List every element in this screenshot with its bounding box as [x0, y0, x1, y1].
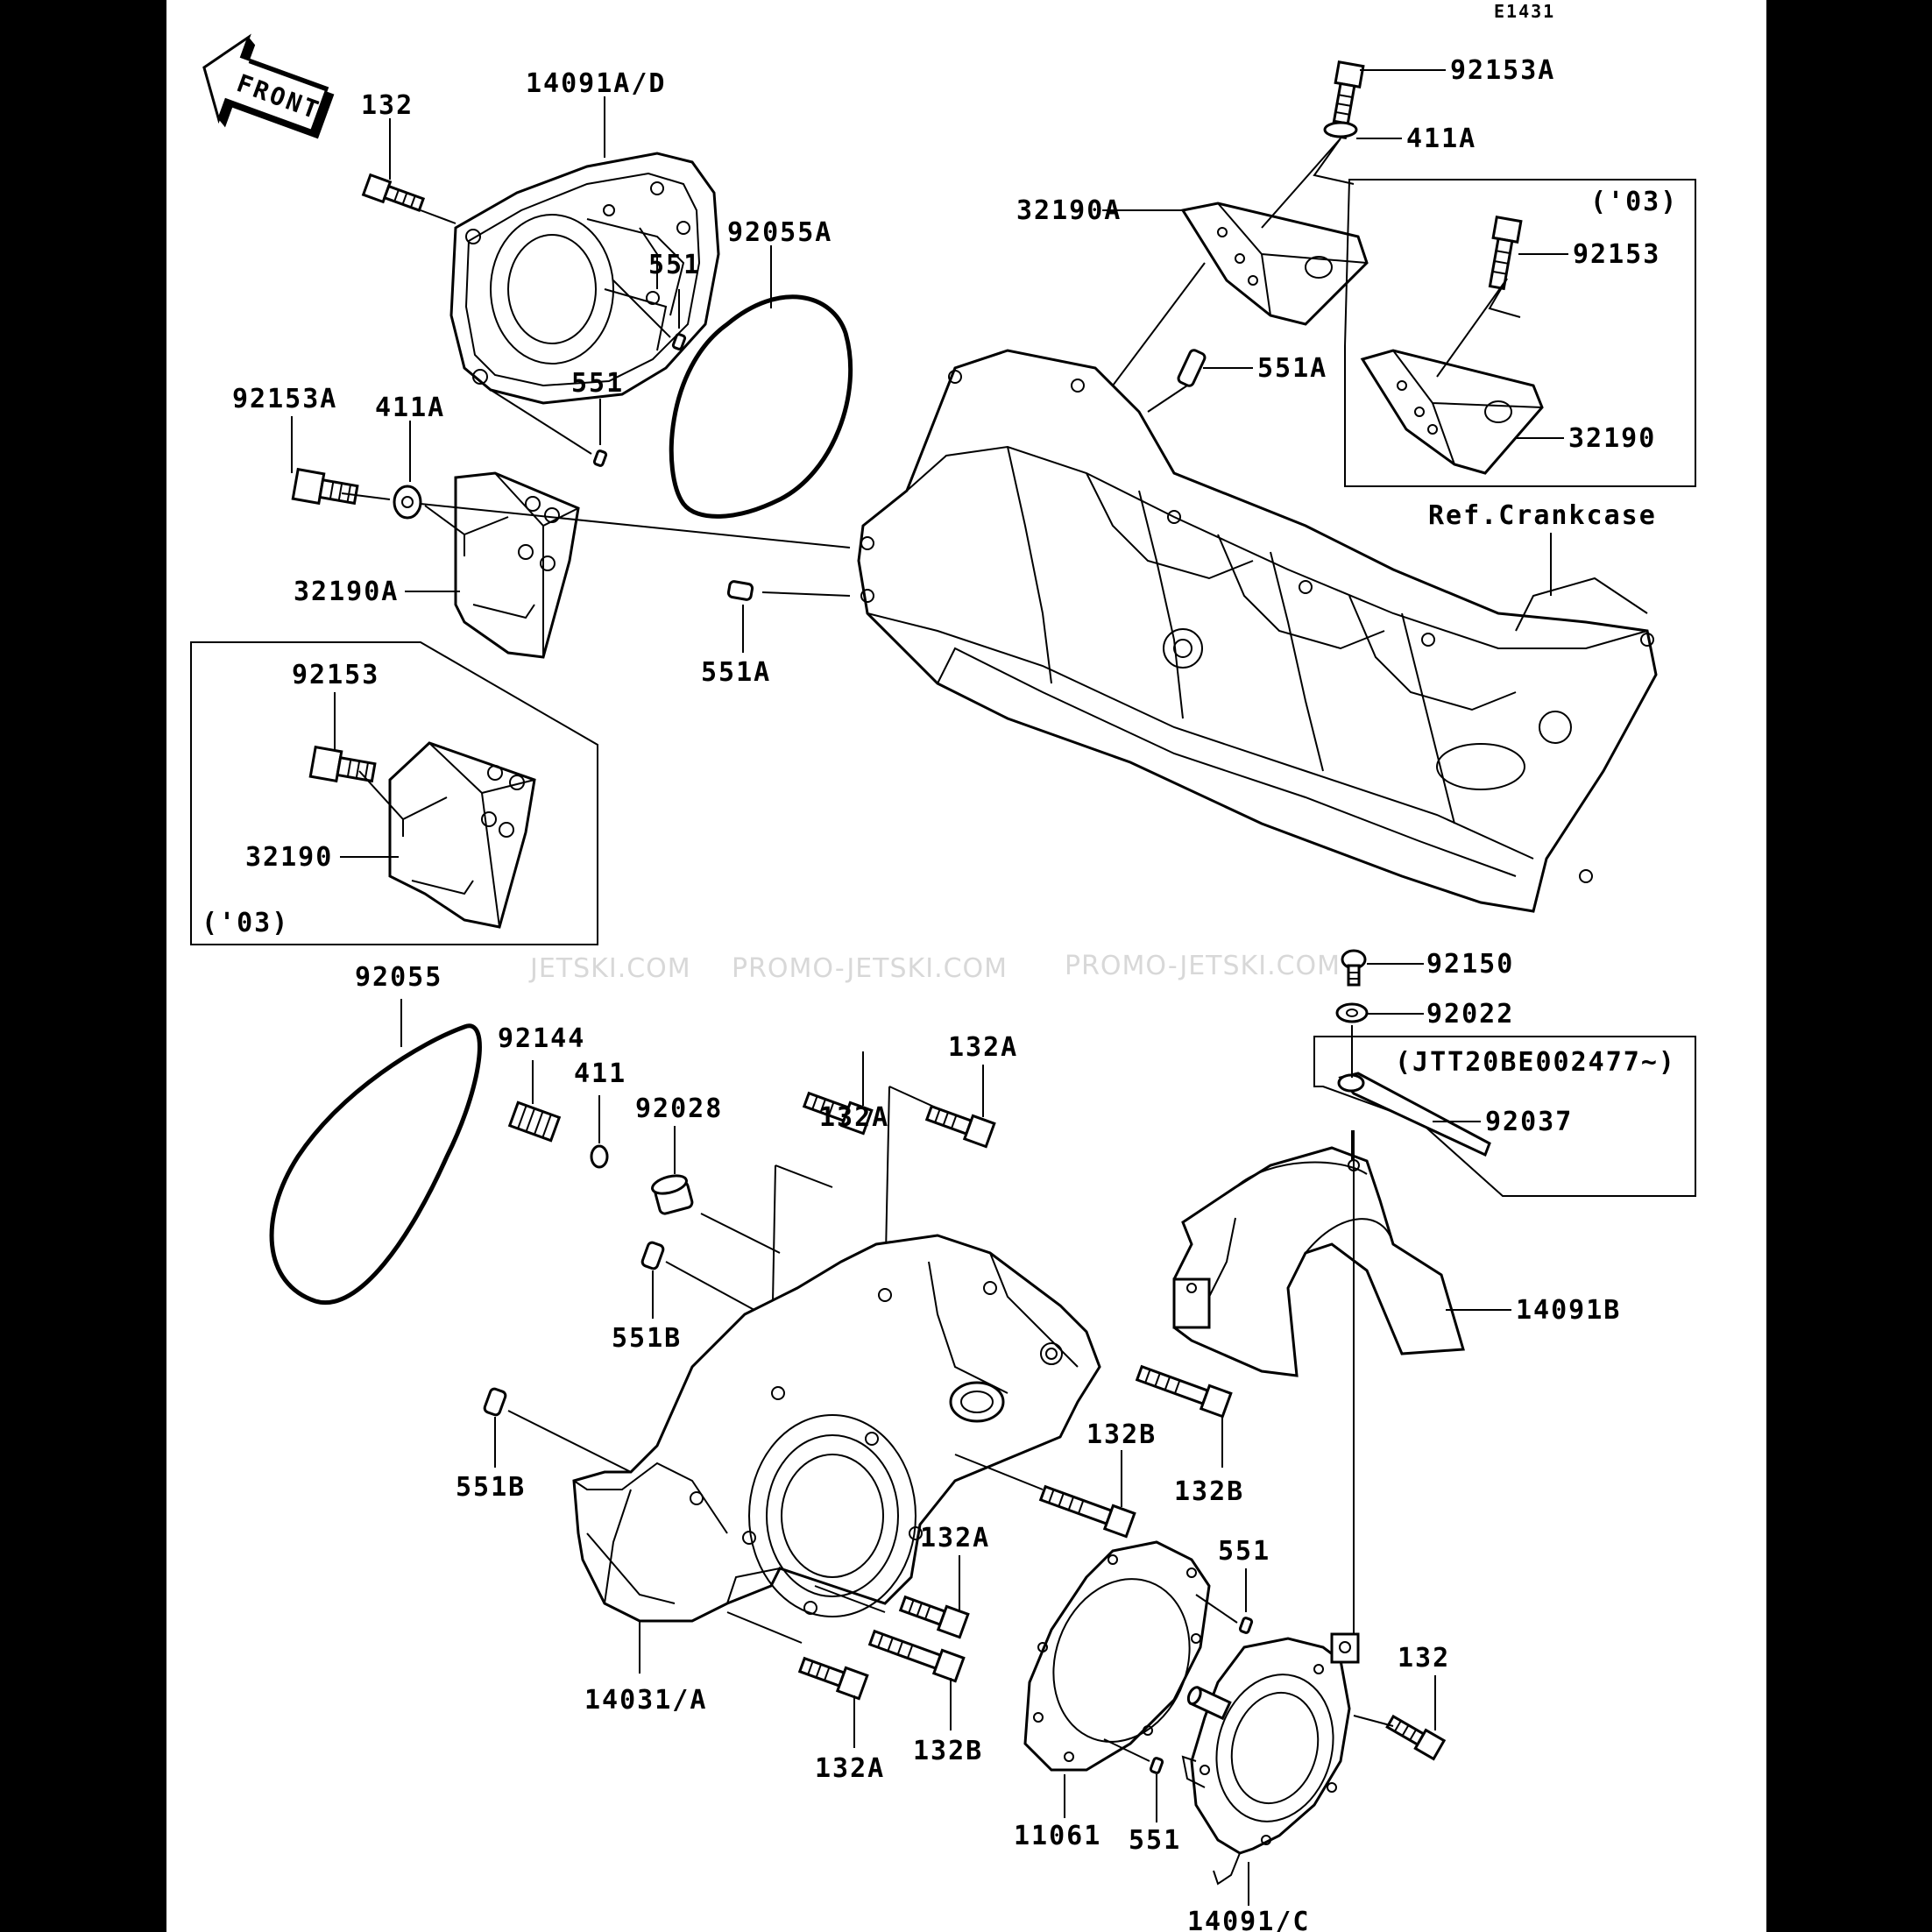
- bracket-32190-left: [388, 741, 536, 929]
- watermark-1: JETSKI.COM: [528, 953, 691, 984]
- dowel-551A-top: [1177, 349, 1207, 387]
- callout-551A-left: 551A: [701, 657, 771, 688]
- callout-132A-3: 132A: [920, 1523, 990, 1553]
- bolt-132A-4: [797, 1656, 869, 1701]
- callout-551-c: 551: [1218, 1536, 1270, 1567]
- bracket-32190A-left: [454, 471, 580, 659]
- exploded-parts-diagram: E1431 FRONT Ref.Crankcase: [190, 1, 1696, 1932]
- callout-132-bottom: 132: [1398, 1643, 1450, 1674]
- callout-92153-left: 92153: [292, 660, 379, 690]
- ring-411: [590, 1144, 609, 1169]
- cover-14091C: [1181, 1632, 1360, 1886]
- bolt-132B-2: [1038, 1484, 1136, 1539]
- washer-411A-left: [393, 485, 422, 520]
- dowel-551B-1: [640, 1241, 665, 1270]
- callout-132A-2: 132A: [948, 1032, 1018, 1063]
- callout-551A-top: 551A: [1257, 353, 1327, 384]
- dowel-551-c: [1238, 1617, 1254, 1634]
- watermark-3: PROMO-JETSKI.COM: [1065, 951, 1341, 981]
- plug-92028: [651, 1174, 694, 1215]
- dowel-551-d: [1149, 1757, 1164, 1774]
- serial-range-box: [1313, 1036, 1696, 1197]
- callout-14091C: 14091/C: [1187, 1907, 1310, 1932]
- dowel-551A-left: [726, 580, 754, 601]
- housing-14031A: [572, 1234, 1101, 1623]
- crankcase-ref-drawing: [857, 349, 1658, 913]
- dowel-551-b: [592, 449, 608, 467]
- callout-92037: 92037: [1485, 1107, 1573, 1137]
- year-2003-box-left: [190, 641, 598, 945]
- year-2003-label-top: ('03): [1590, 187, 1678, 217]
- callout-132B-3: 132B: [913, 1736, 983, 1766]
- dowel-551-a: [671, 333, 687, 350]
- gasket-11061: [1023, 1540, 1211, 1772]
- callout-92055: 92055: [355, 962, 442, 993]
- callout-132B-2: 132B: [1086, 1419, 1157, 1450]
- callout-14031A: 14031/A: [584, 1685, 707, 1716]
- bolt-132A-2: [924, 1104, 996, 1149]
- bracket-32190-top: [1360, 349, 1544, 475]
- callout-92153-top: 92153: [1573, 239, 1660, 270]
- callout-551-a: 551: [648, 250, 701, 280]
- bolt-132B-3: [867, 1629, 966, 1683]
- clamp-92037: [1337, 1072, 1491, 1157]
- diagram-code: E1431: [1494, 1, 1555, 22]
- washer-411A-top: [1323, 121, 1358, 138]
- bracket-32190A-top: [1180, 202, 1369, 326]
- callout-132-top: 132: [361, 90, 414, 121]
- front-arrow-icon: FRONT: [202, 33, 335, 139]
- callout-92028: 92028: [635, 1093, 723, 1124]
- callout-92153A-top: 92153A: [1450, 55, 1555, 86]
- washer-92022: [1335, 1002, 1369, 1023]
- callout-551B-2: 551B: [456, 1472, 526, 1503]
- year-2003-label-left: ('03): [202, 908, 289, 938]
- callout-14091B: 14091B: [1516, 1295, 1621, 1326]
- callout-551-b: 551: [571, 368, 624, 399]
- callout-132A-4: 132A: [815, 1753, 885, 1784]
- callout-551-d: 551: [1129, 1825, 1181, 1856]
- bolt-92153A-left: [291, 467, 359, 506]
- callout-411A-top: 411A: [1406, 124, 1476, 154]
- serial-range-label: (JTT20BE002477~): [1395, 1047, 1676, 1078]
- bolt-92153-left: [308, 745, 377, 783]
- watermark-2: PROMO-JETSKI.COM: [732, 953, 1008, 984]
- callout-32190A-top: 32190A: [1016, 195, 1122, 226]
- cover-14091AD: [449, 152, 720, 405]
- cover-14091B: [1172, 1146, 1465, 1377]
- callout-32190-top: 32190: [1568, 423, 1656, 454]
- callout-411: 411: [574, 1058, 626, 1089]
- callout-411A-left: 411A: [375, 393, 445, 423]
- ref-crankcase-label: Ref.Crankcase: [1428, 500, 1657, 531]
- callout-92153A-left: 92153A: [232, 384, 337, 414]
- dowel-551B-2: [483, 1387, 507, 1417]
- callout-551B-1: 551B: [612, 1323, 682, 1354]
- bolt-92150: [1341, 949, 1367, 987]
- bolt-132-bottom: [1385, 1714, 1447, 1761]
- callout-132A-1: 132A: [819, 1102, 889, 1133]
- bolt-132-top: [361, 173, 426, 212]
- callout-11061: 11061: [1014, 1821, 1101, 1851]
- callout-92022: 92022: [1426, 999, 1514, 1030]
- year-2003-box-top: [1344, 179, 1696, 487]
- bolt-132A-3: [898, 1595, 970, 1639]
- parts-diagram-sheet: E1431 FRONT Ref.Crankcase: [166, 0, 1766, 1932]
- oring-92055: [269, 1023, 482, 1306]
- callout-132B-1: 132B: [1174, 1476, 1244, 1507]
- callout-14091AD: 14091A/D: [526, 68, 667, 99]
- spring-92144: [507, 1100, 562, 1143]
- oring-92055A: [669, 294, 853, 519]
- callout-92055A: 92055A: [727, 217, 832, 248]
- callout-92144: 92144: [498, 1023, 585, 1054]
- callout-92150: 92150: [1426, 949, 1514, 980]
- bolt-92153-top: [1488, 216, 1523, 291]
- callout-32190-left: 32190: [245, 842, 333, 873]
- bolt-132B-1: [1135, 1364, 1233, 1419]
- bolt-132A-1: [802, 1091, 874, 1136]
- callout-32190A-left: 32190A: [294, 577, 399, 607]
